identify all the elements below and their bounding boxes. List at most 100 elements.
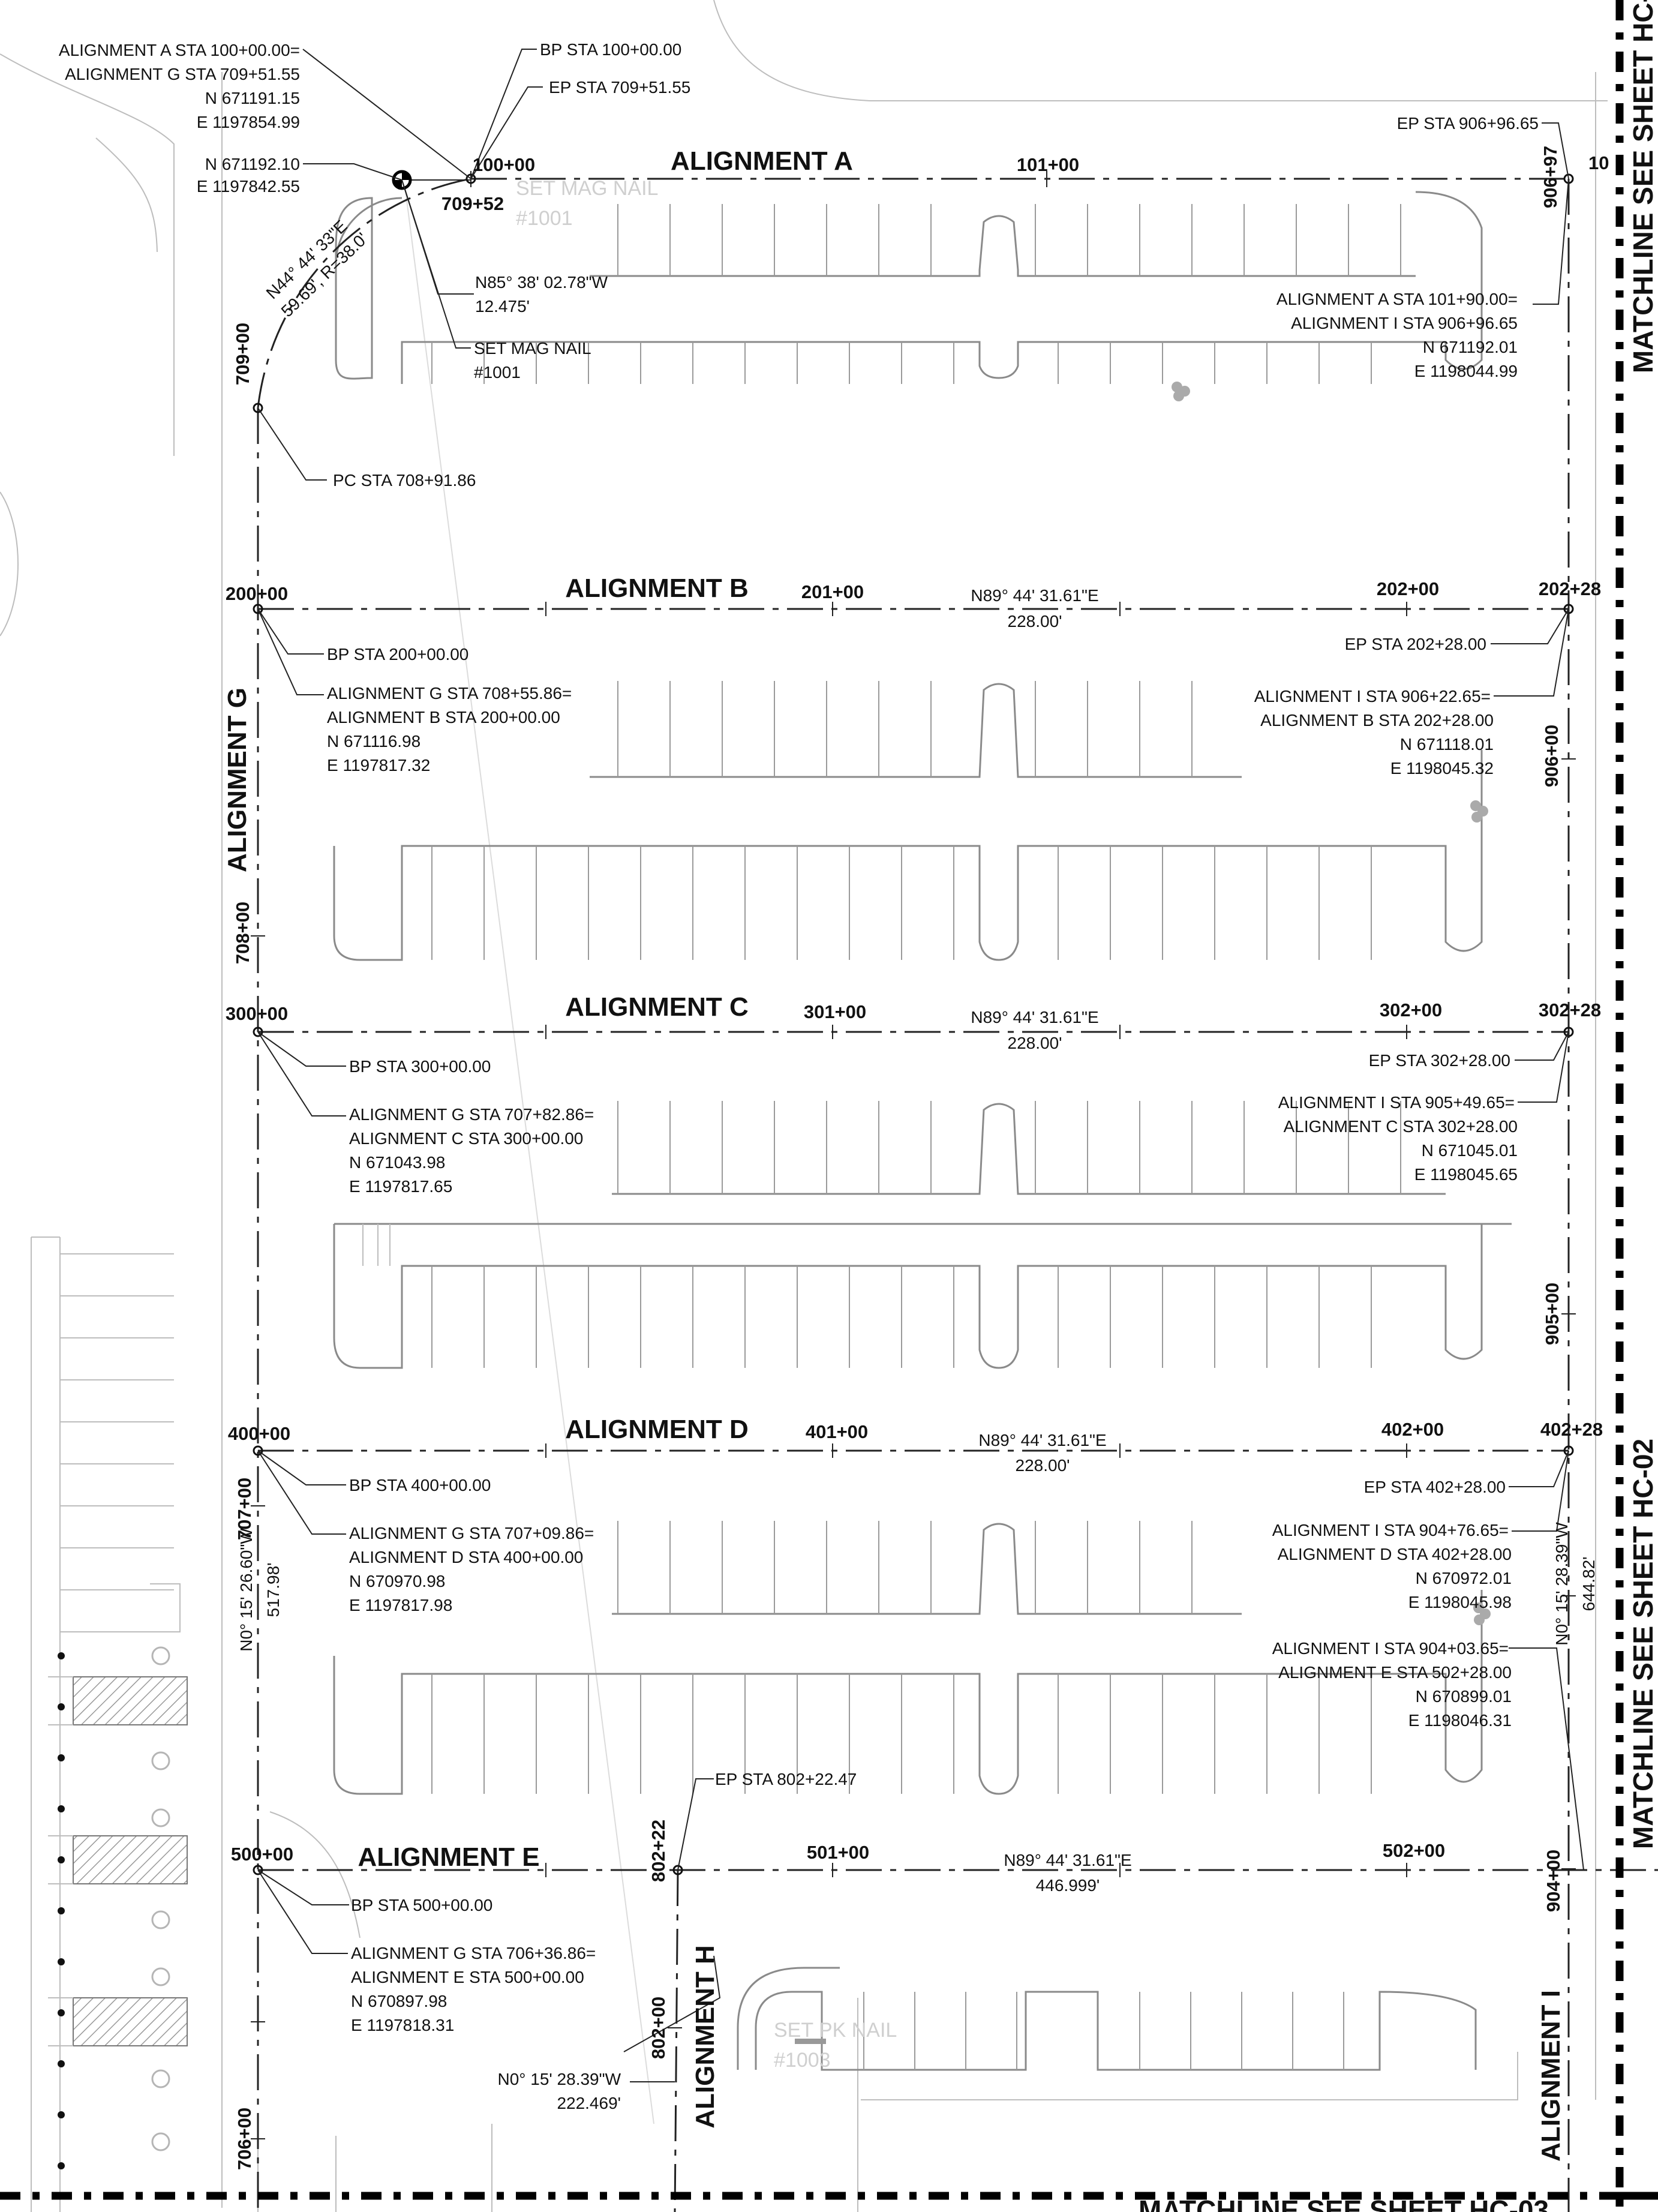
station-label: 707+00 bbox=[234, 1478, 255, 1540]
callout-line: ALIGNMENT B STA 202+28.00 bbox=[1260, 711, 1494, 730]
tree-symbols bbox=[1172, 382, 1491, 1625]
callout-line: N 671118.01 bbox=[1400, 735, 1494, 754]
accessible-parking-icon bbox=[151, 1808, 170, 1827]
station-label: 202+00 bbox=[1377, 578, 1439, 599]
callout-line: N 670897.98 bbox=[351, 1992, 447, 2010]
station-label: 202+28 bbox=[1539, 578, 1601, 599]
callout-line: E 1198045.65 bbox=[1414, 1165, 1518, 1184]
callout-line: N0° 15' 28.39"W bbox=[498, 2070, 621, 2088]
ghost-label: SET MAG NAIL bbox=[516, 177, 658, 200]
accessible-aisle-hatch bbox=[73, 1997, 188, 2046]
bearing-label: N0° 15' 28.39"W bbox=[1552, 1522, 1571, 1646]
callout-line: N 671191.15 bbox=[205, 89, 300, 107]
callout-line: BP STA 400+00.00 bbox=[349, 1476, 491, 1494]
pk-nail-symbol bbox=[795, 2039, 826, 2044]
station-label: 10 bbox=[1588, 152, 1609, 173]
callout-line: ALIGNMENT B STA 200+00.00 bbox=[327, 708, 560, 727]
alignment-i-title: ALIGNMENT I bbox=[1536, 1990, 1566, 2162]
alignment-e-title: ALIGNMENT E bbox=[358, 1842, 539, 1872]
callout-line: E 1197854.99 bbox=[197, 113, 300, 131]
callout-line: ALIGNMENT E STA 500+00.00 bbox=[351, 1968, 584, 1986]
accessible-aisle-hatch bbox=[73, 1676, 188, 1725]
alignment-h-title: ALIGNMENT H bbox=[690, 1945, 720, 2129]
callout-line: BP STA 200+00.00 bbox=[327, 645, 468, 664]
control-point-icon bbox=[1563, 604, 1574, 614]
callout-line: ALIGNMENT G STA 707+09.86= bbox=[349, 1524, 594, 1542]
callout-line: EP STA 302+28.00 bbox=[1369, 1051, 1510, 1070]
station-label: 401+00 bbox=[806, 1421, 868, 1442]
parking-bay-d bbox=[333, 1523, 1483, 1795]
control-point-icon bbox=[253, 1027, 263, 1037]
accessible-parking-icon bbox=[151, 2132, 170, 2151]
callout-line: E 1198045.32 bbox=[1390, 759, 1494, 778]
station-label: 201+00 bbox=[801, 581, 864, 602]
callout-line: ALIGNMENT G STA 706+36.86= bbox=[351, 1944, 596, 1962]
control-points bbox=[253, 173, 1574, 1875]
callout-line: ALIGNMENT E STA 502+28.00 bbox=[1278, 1663, 1512, 1682]
callout-line: N85° 38' 02.78"W bbox=[475, 273, 608, 292]
distance-label: 517.98' bbox=[264, 1563, 283, 1617]
callout-line: SET MAG NAIL bbox=[474, 339, 591, 358]
alignment-d-title: ALIGNMENT D bbox=[565, 1415, 749, 1444]
distance-label: 228.00' bbox=[1008, 612, 1062, 631]
callout-line: PC STA 708+91.86 bbox=[333, 471, 476, 490]
callout-line: BP STA 300+00.00 bbox=[349, 1057, 491, 1076]
station-label: 301+00 bbox=[804, 1001, 866, 1022]
callout-line: ALIGNMENT D STA 400+00.00 bbox=[349, 1548, 583, 1566]
callout-line: E 1197842.55 bbox=[197, 177, 300, 196]
callout-line: ALIGNMENT G STA 707+82.86= bbox=[349, 1105, 594, 1124]
bearing-label: N89° 44' 31.61"E bbox=[971, 586, 1098, 605]
alignment-b-title: ALIGNMENT B bbox=[565, 574, 749, 603]
station-label: 402+28 bbox=[1540, 1419, 1603, 1440]
callout-line: E 1197818.31 bbox=[351, 2016, 454, 2034]
background-linework bbox=[0, 0, 1608, 2212]
alignment-g-title: ALIGNMENT G bbox=[223, 688, 252, 872]
bearing-label: N89° 44' 31.61"E bbox=[978, 1431, 1106, 1449]
station-label: 706+00 bbox=[234, 2108, 255, 2170]
callout-line: N 671192.10 bbox=[205, 155, 300, 173]
callout-line: ALIGNMENT C STA 302+28.00 bbox=[1284, 1117, 1518, 1136]
parking-bay-b bbox=[333, 683, 1483, 961]
station-label: 905+00 bbox=[1542, 1283, 1563, 1345]
station-label: 101+00 bbox=[1017, 154, 1079, 175]
callout-line: E 1197817.65 bbox=[349, 1177, 452, 1196]
accessible-parking-icon bbox=[151, 1646, 170, 1665]
control-point-icon bbox=[1563, 1027, 1574, 1037]
callout-line: ALIGNMENT I STA 906+22.65= bbox=[1254, 687, 1491, 706]
parking-stall-stripes bbox=[431, 204, 1401, 2070]
matchline-label: MATCHLINE SEE SHEET HC-02 bbox=[1627, 1439, 1658, 1849]
callout-line: E 1197817.32 bbox=[327, 756, 430, 775]
callout-line: EP STA 202+28.00 bbox=[1345, 635, 1486, 653]
alignment-a-title: ALIGNMENT A bbox=[671, 146, 853, 176]
accessible-parking-icon bbox=[151, 2069, 170, 2088]
parking-bay-c bbox=[333, 1103, 1512, 1369]
callout-line: E 1197817.98 bbox=[349, 1596, 452, 1614]
alignment-g-curve bbox=[257, 178, 471, 409]
callout-line: #1001 bbox=[474, 363, 521, 382]
bearing-label: N89° 44' 31.61"E bbox=[971, 1008, 1098, 1027]
callout-line: E 1198044.99 bbox=[1414, 362, 1518, 380]
callout-line: ALIGNMENT D STA 402+28.00 bbox=[1278, 1545, 1512, 1563]
callout-line: N 670972.01 bbox=[1416, 1569, 1512, 1587]
callout-line: N 671116.98 bbox=[327, 732, 420, 751]
parking-bay-e bbox=[737, 1967, 1477, 2071]
callout-line: ALIGNMENT G STA 708+55.86= bbox=[327, 684, 572, 703]
station-label: 802+22 bbox=[648, 1820, 669, 1882]
control-point-icon bbox=[253, 1865, 263, 1875]
callout-line: ALIGNMENT I STA 904+03.65= bbox=[1272, 1639, 1509, 1658]
callout-line: EP STA 709+51.55 bbox=[549, 78, 690, 97]
distance-label: 446.999' bbox=[1036, 1876, 1100, 1895]
station-label: 802+00 bbox=[648, 1997, 669, 2059]
ghost-label: SET PK NAIL bbox=[774, 2019, 897, 2042]
callout-line: BP STA 500+00.00 bbox=[351, 1896, 492, 1914]
control-point-icon bbox=[672, 1865, 683, 1875]
station-label: 200+00 bbox=[226, 583, 288, 604]
callout-line: ALIGNMENT A STA 100+00.00= bbox=[59, 41, 300, 59]
callout-line: EP STA 402+28.00 bbox=[1364, 1478, 1506, 1496]
parking-bay-a bbox=[335, 191, 1483, 384]
callout-line: ALIGNMENT G STA 709+51.55 bbox=[65, 65, 300, 83]
alignment-h-line bbox=[674, 1869, 679, 2212]
callout-line: ALIGNMENT I STA 905+49.65= bbox=[1278, 1093, 1515, 1112]
accessible-parking-icon bbox=[151, 1910, 170, 1929]
